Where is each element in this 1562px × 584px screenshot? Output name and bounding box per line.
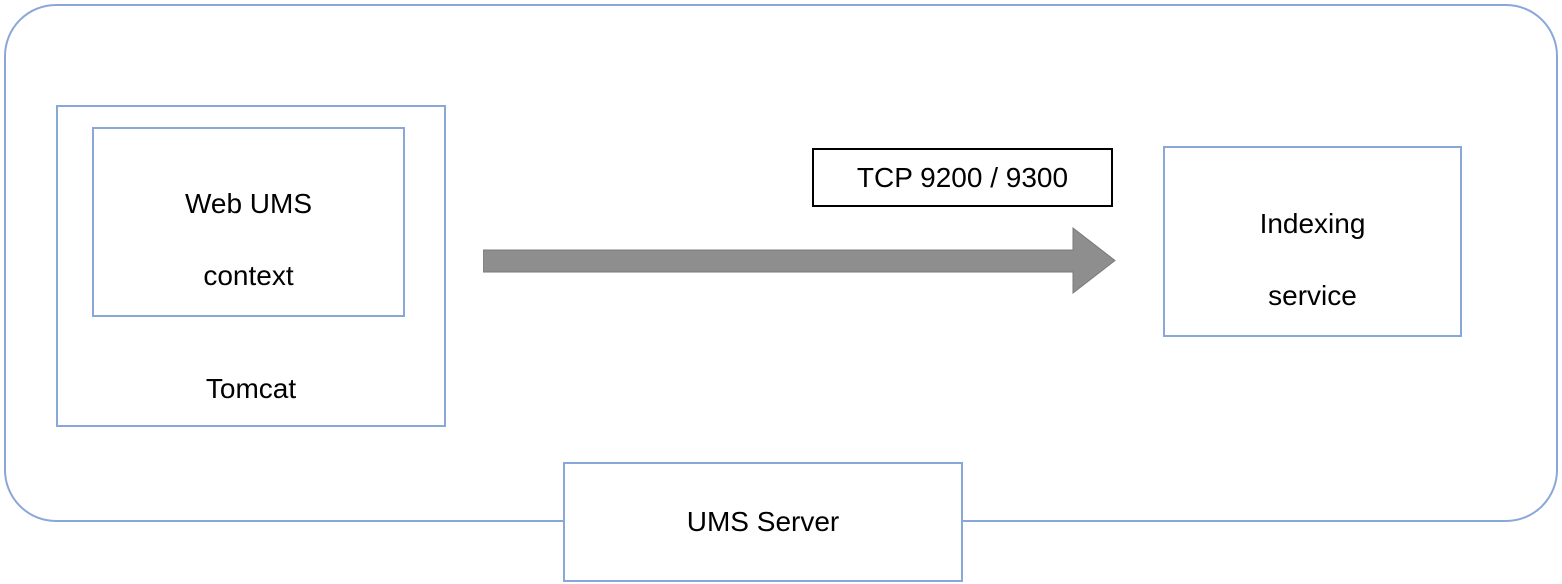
indexing-service-line1: Indexing [1259,207,1366,239]
tcp-port-label-box: TCP 9200 / 9300 [812,148,1113,207]
web-ums-context-line1: Web UMS [184,188,313,219]
indexing-service-label: Indexing service [1260,170,1366,314]
web-ums-context-box: Web UMS context [92,127,405,317]
web-ums-context-line2: context [203,260,294,291]
indexing-service-line2: service [1268,279,1357,311]
arrow-shape [483,227,1116,294]
ums-server-label: UMS Server [686,506,840,537]
tcp-port-label: TCP 9200 / 9300 [856,161,1069,193]
ums-server-title-box: UMS Server [563,462,963,582]
indexing-service-box: Indexing service [1163,146,1462,337]
tomcat-label: Tomcat [205,373,297,404]
web-ums-context-label: Web UMS context [185,150,312,294]
connection-arrow-icon [483,227,1116,294]
